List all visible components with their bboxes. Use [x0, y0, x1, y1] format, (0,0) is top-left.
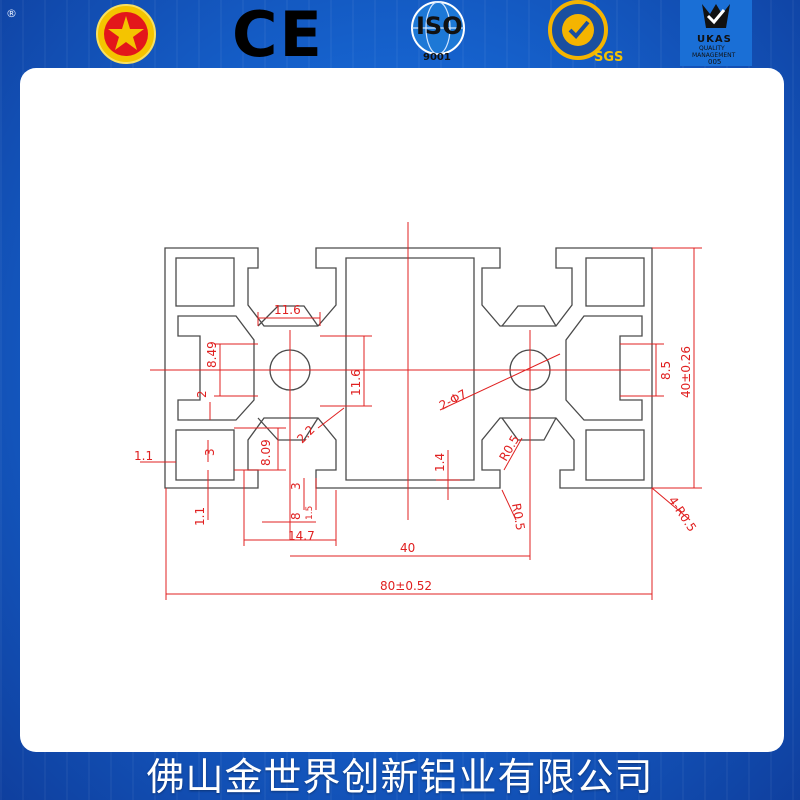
dim-1-4: 1.4	[433, 453, 447, 472]
left-side-slot	[177, 315, 255, 421]
corner-hole-bottom-right	[585, 429, 645, 481]
ukas-logo: UKAS QUALITY MANAGEMENT 005	[680, 0, 752, 66]
dim-2-left: 2	[195, 390, 209, 398]
certification-bar: ® CE ISO 9001 SGS UKAS QUALI	[0, 0, 800, 71]
dim-1-5: 1.5	[305, 506, 315, 520]
iso-number: 9001	[423, 52, 451, 63]
dim-8-bottom: 8	[289, 512, 303, 520]
ukas-label: UKAS	[697, 34, 732, 45]
drawing-panel	[20, 68, 784, 752]
company-name: 佛山金世界创新铝业有限公司	[146, 755, 654, 799]
dim-r0-5-a: R0.5	[496, 433, 522, 464]
iso-label: ISO	[416, 12, 463, 40]
dim-80: 80±0.52	[380, 579, 432, 593]
dim-4-r0-5: 4-R0.5	[666, 494, 700, 534]
dim-3-left: 3	[203, 448, 217, 456]
corner-hole-top-left	[175, 257, 235, 307]
dim-3-bottom: 3	[289, 482, 303, 490]
sgs-logo: SGS	[536, 0, 626, 66]
dim-8-09: 8.09	[259, 439, 273, 466]
sgs-badge-icon	[548, 0, 608, 60]
ce-label: CE	[232, 0, 324, 71]
dim-11-6-top: 11.6	[274, 303, 301, 317]
dim-r0-5-b: R0.5	[509, 502, 528, 531]
dim-8-5: 8.5	[659, 361, 673, 380]
dim-1-1-bottom: 1.1	[193, 507, 207, 526]
dim-40: 40	[400, 541, 415, 555]
dim-1-1-left: 1.1	[134, 449, 153, 463]
dim-8-49: 8.49	[205, 341, 219, 368]
iso-9001-logo: ISO 9001	[396, 0, 480, 66]
sgs-label: SGS	[594, 50, 624, 65]
central-cavity	[345, 257, 475, 481]
top-left-lip	[257, 305, 319, 327]
dim-14-7: 14.7	[288, 529, 315, 543]
corner-hole-bottom-left	[175, 429, 235, 481]
dim-2-phi7: 2-Φ7	[437, 387, 469, 413]
dim-2-2: 2.2	[294, 423, 317, 446]
top-right-lip	[501, 305, 557, 327]
dim-40-026: 40±0.26	[679, 346, 693, 398]
globe-icon	[411, 1, 465, 55]
ukas-sub2: MANAGEMENT	[692, 52, 736, 59]
ukas-number: 005	[708, 58, 722, 66]
ce-mark-logo: CE	[230, 0, 326, 71]
bottom-right-lip	[501, 417, 557, 441]
corner-hole-top-right	[585, 257, 645, 307]
quality-seal-logo	[96, 4, 156, 64]
dim-11-6-mid: 11.6	[349, 369, 363, 396]
right-side-slot	[565, 315, 643, 421]
crown-check-icon	[702, 4, 730, 28]
ukas-sub1: QUALITY	[699, 45, 725, 52]
bottom-left-lip	[257, 417, 319, 441]
registered-mark: ®	[6, 7, 17, 20]
